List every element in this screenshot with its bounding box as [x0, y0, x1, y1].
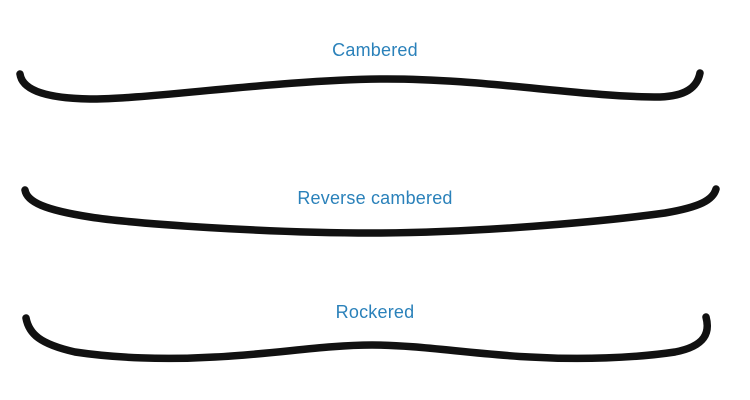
reverse-cambered-label: Reverse cambered — [297, 188, 453, 208]
cambered-profile-curve — [16, 69, 704, 103]
rockered-label: Rockered — [335, 302, 415, 322]
cambered-label: Cambered — [332, 40, 418, 60]
reverse-cambered-profile-curve — [21, 185, 720, 237]
rockered-profile-curve — [22, 313, 711, 363]
